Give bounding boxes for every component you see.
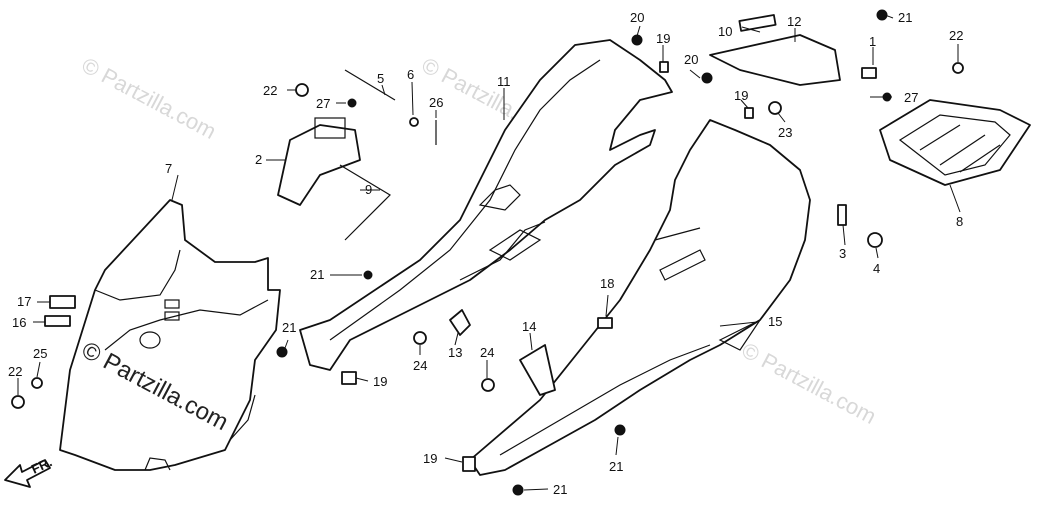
callout-19: 19 — [656, 31, 670, 46]
callout-15: 15 — [768, 314, 782, 329]
callout-19: 19 — [734, 88, 748, 103]
callout-labels: 20 19 21 12 10 22 1 20 5 6 11 22 27 26 1… — [8, 10, 963, 497]
callout-10: 10 — [718, 24, 732, 39]
body-cover-part — [299, 39, 673, 371]
leader-lines — [17, 14, 961, 491]
callout-20: 20 — [684, 52, 698, 67]
direction-label: FR. — [29, 454, 54, 476]
callout-3: 3 — [839, 246, 846, 261]
callout-25: 25 — [33, 346, 47, 361]
callout-19: 19 — [423, 451, 437, 466]
callout-21: 21 — [553, 482, 567, 497]
callout-4: 4 — [873, 261, 880, 276]
callout-24: 24 — [413, 358, 427, 373]
callout-22: 22 — [949, 28, 963, 43]
callout-17: 17 — [17, 294, 31, 309]
callout-26: 26 — [429, 95, 443, 110]
callout-7: 7 — [165, 161, 172, 176]
watermark: © Partzilla.com — [78, 52, 221, 144]
callout-2: 2 — [255, 152, 262, 167]
callout-20: 20 — [630, 10, 644, 25]
callout-27: 27 — [316, 96, 330, 111]
callout-22: 22 — [263, 83, 277, 98]
hardware-group — [11, 9, 964, 496]
callout-23: 23 — [778, 125, 792, 140]
callout-16: 16 — [12, 315, 26, 330]
callout-14: 14 — [522, 319, 536, 334]
callout-9: 9 — [365, 182, 372, 197]
callout-22: 22 — [8, 364, 22, 379]
front-direction-arrow: FR. — [4, 454, 54, 488]
callout-8: 8 — [956, 214, 963, 229]
rear-rack-part — [879, 99, 1031, 186]
callout-21: 21 — [898, 10, 912, 25]
callout-21: 21 — [609, 459, 623, 474]
callout-27: 27 — [904, 90, 918, 105]
callout-21: 21 — [282, 320, 296, 335]
callout-18: 18 — [600, 276, 614, 291]
watermark: © Partzilla.com — [738, 337, 881, 429]
callout-13: 13 — [448, 345, 462, 360]
callout-5: 5 — [377, 71, 384, 86]
callout-12: 12 — [787, 14, 801, 29]
callout-1: 1 — [869, 34, 876, 49]
callout-19: 19 — [373, 374, 387, 389]
callout-24: 24 — [480, 345, 494, 360]
front-inner-cover-part — [59, 199, 281, 471]
callout-21: 21 — [310, 267, 324, 282]
callout-6: 6 — [407, 67, 414, 82]
callout-11: 11 — [497, 74, 511, 89]
